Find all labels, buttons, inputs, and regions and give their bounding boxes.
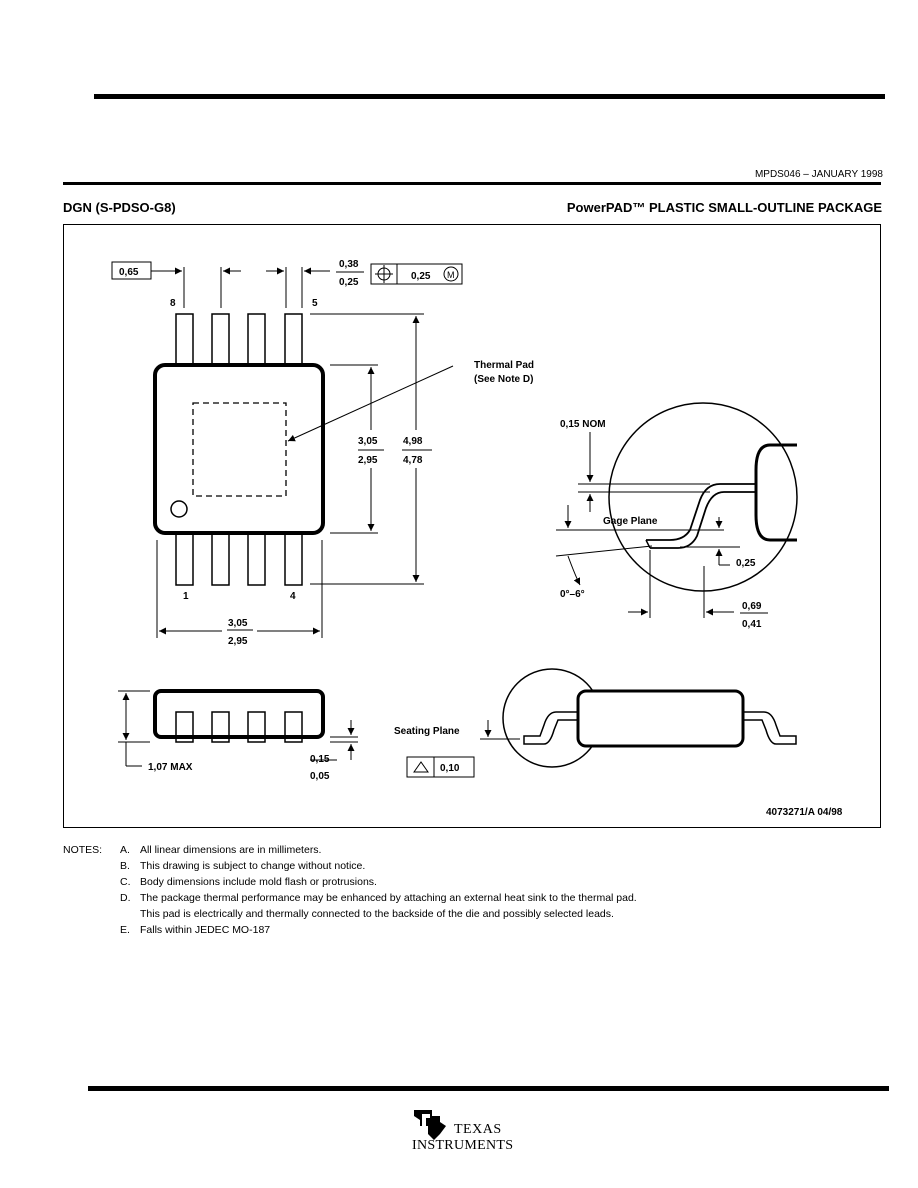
side-dimensions: [118, 690, 358, 767]
ti-logo-icon: [414, 1110, 446, 1140]
note-letter: [120, 906, 140, 922]
pin-8-label: 8: [170, 298, 176, 309]
logo-line-2: Instruments: [412, 1138, 514, 1153]
seating-lead-right: [743, 711, 797, 745]
lead-angle: 0°–6°: [560, 589, 585, 600]
seating-body: [576, 689, 745, 748]
note-text: Falls within JEDEC MO-187: [140, 924, 271, 936]
lead-thickness-nom: 0,15 NOM: [560, 419, 606, 430]
side-view: [153, 689, 325, 743]
seating-lead-left: [523, 711, 578, 745]
package-body: [153, 363, 325, 535]
detail-body: [754, 443, 797, 542]
note-letter: D.: [120, 892, 131, 904]
note-item: D. The package thermal performance may b…: [63, 890, 637, 906]
lead-2: [211, 532, 230, 586]
pin-1-label: 1: [183, 591, 189, 602]
seating-detail: [480, 668, 797, 768]
note-text: All linear dimensions are in millimeters…: [140, 844, 322, 856]
pin-4-label: 4: [290, 591, 296, 602]
lead-8: [175, 313, 194, 367]
drawing-frame: [63, 224, 881, 828]
coplanarity-value: 0,10: [440, 763, 460, 774]
note-text: Body dimensions include mold flash or pr…: [140, 876, 377, 888]
foot-length-max: 0,69: [742, 601, 762, 612]
package-code: DGN (S-PDSO-G8): [63, 200, 176, 215]
lead-6: [247, 313, 266, 367]
note-item: E. Falls within JEDEC MO-187: [63, 922, 637, 938]
note-text: This pad is electrically and thermally c…: [140, 908, 614, 920]
lead-1: [175, 532, 194, 586]
height-max: 1,07 MAX: [148, 762, 193, 773]
lead-3: [247, 532, 266, 586]
package-title: PowerPAD™ PLASTIC SMALL-OUTLINE PACKAGE: [566, 200, 882, 215]
seating-dimensions: [406, 720, 492, 778]
overall-width-max: 4,98: [403, 436, 423, 447]
top-view: [153, 313, 325, 586]
seating-plane-label: Seating Plane: [394, 726, 460, 737]
note-item: NOTES: A. All linear dimensions are in m…: [63, 842, 637, 858]
body-width-max: 3,05: [228, 618, 248, 629]
note-letter: B.: [120, 860, 130, 872]
foot-length-min: 0,41: [742, 619, 762, 630]
tolerance-frame: [370, 263, 463, 285]
gage-plane-label: Gage Plane: [603, 516, 658, 527]
thermal-pad-note: (See Note D): [474, 374, 533, 385]
lead-4: [284, 532, 303, 586]
position-tolerance: 0,25: [411, 271, 431, 282]
note-item: B. This drawing is subject to change wit…: [63, 858, 637, 874]
detail-dimensions: [555, 432, 768, 618]
thermal-pad: [192, 402, 287, 497]
dimension-labels: 0,65 0,38 0,25 0,25 M 8 5 1 4 Thermal Pa…: [119, 259, 843, 818]
coplanarity-frame: [406, 756, 475, 778]
top-rule: [94, 94, 885, 99]
pitch-label: 0,65: [119, 267, 139, 278]
overall-width-min: 4,78: [403, 455, 423, 466]
logo-line-1: Texas: [454, 1122, 502, 1137]
thermal-pad-label: Thermal Pad: [474, 360, 534, 371]
document-id: MPDS046 – JANUARY 1998: [754, 169, 883, 180]
header-rule: [63, 182, 881, 185]
lead-width-max: 0,38: [339, 259, 359, 270]
ti-logo: Texas Instruments: [410, 1104, 570, 1154]
footer-rule: [88, 1086, 889, 1091]
note-item: C. Body dimensions include mold flash or…: [63, 874, 637, 890]
note-letter: A.: [120, 844, 130, 856]
lead-7: [211, 313, 230, 367]
note-letter: E.: [120, 924, 130, 936]
standoff-max: 0,15: [310, 754, 330, 765]
side-body: [153, 689, 325, 739]
detail-view: [608, 402, 798, 592]
gage-dim: 0,25: [736, 558, 756, 569]
note-text: This drawing is subject to change withou…: [140, 860, 366, 872]
position-modifier: M: [447, 270, 455, 280]
notes-heading: NOTES:: [63, 844, 103, 856]
drawing-number: 4073271/A 04/98: [766, 807, 843, 818]
standoff-min: 0,05: [310, 771, 330, 782]
note-text: The package thermal performance may be e…: [140, 892, 637, 904]
body-length-min: 2,95: [358, 455, 378, 466]
detail-circle: [608, 402, 798, 592]
lead-5: [284, 313, 303, 367]
body-length-max: 3,05: [358, 436, 378, 447]
pin1-marker: [170, 500, 188, 518]
note-letter: C.: [120, 876, 131, 888]
detail-lead: [646, 483, 756, 549]
body-width-min: 2,95: [228, 636, 248, 647]
notes-section: NOTES: A. All linear dimensions are in m…: [63, 842, 637, 938]
note-item: This pad is electrically and thermally c…: [63, 906, 637, 922]
lead-width-min: 0,25: [339, 277, 359, 288]
pin-5-label: 5: [312, 298, 318, 309]
top-dimensions: [111, 261, 463, 638]
